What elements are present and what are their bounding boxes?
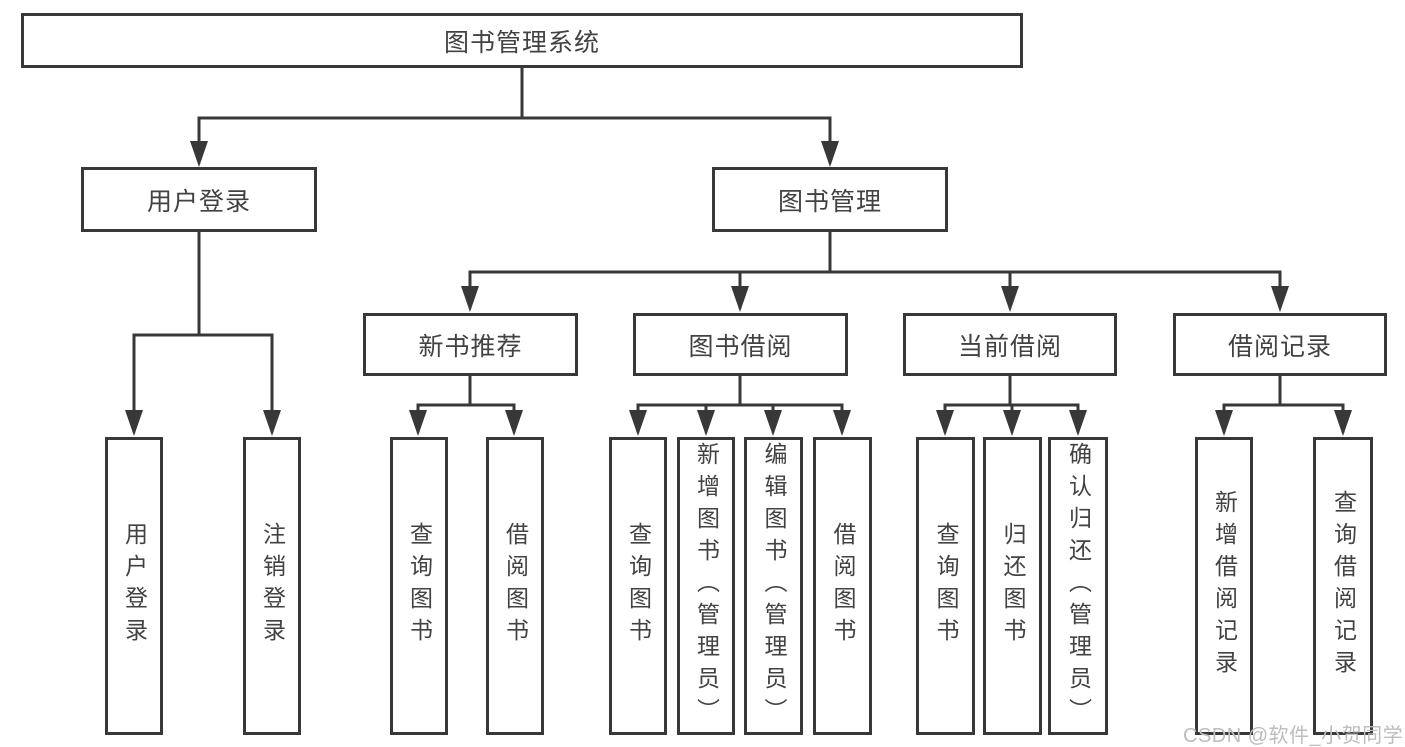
leaf-add-borrow-record: 新增借阅记录 [1195, 437, 1253, 735]
node-borrow-records: 借阅记录 [1173, 313, 1387, 376]
leaf-borrow-books-recommend: 借阅图书 [486, 437, 544, 735]
arrowheads [125, 141, 1352, 436]
leaf-add-book-admin: 新增图书（管理员） [677, 437, 735, 735]
leaf-query-books-borrow: 查询图书 [609, 437, 667, 735]
leaf-query-books-current: 查询图书 [916, 437, 975, 735]
leaf-confirm-return-admin: 确认归还（管理员） [1048, 437, 1108, 735]
node-user-login: 用户登录 [81, 167, 317, 232]
node-new-book-recommend: 新书推荐 [363, 313, 578, 376]
leaf-return-book: 归还图书 [983, 437, 1042, 735]
node-book-borrow: 图书借阅 [633, 313, 848, 376]
leaf-edit-book-admin: 编辑图书（管理员） [744, 437, 803, 735]
leaf-query-books-recommend: 查询图书 [390, 437, 448, 735]
node-current-borrow: 当前借阅 [903, 313, 1117, 376]
leaf-query-borrow-record: 查询借阅记录 [1313, 437, 1373, 735]
csdn-watermark: CSDN @软件_小贺同学 [1183, 725, 1404, 747]
leaf-user-login: 用户登录 [105, 437, 163, 735]
leaf-borrow-books: 借阅图书 [813, 437, 872, 735]
node-root: 图书管理系统 [21, 13, 1023, 68]
leaf-logout: 注销登录 [243, 437, 301, 735]
node-book-management: 图书管理 [712, 167, 948, 232]
